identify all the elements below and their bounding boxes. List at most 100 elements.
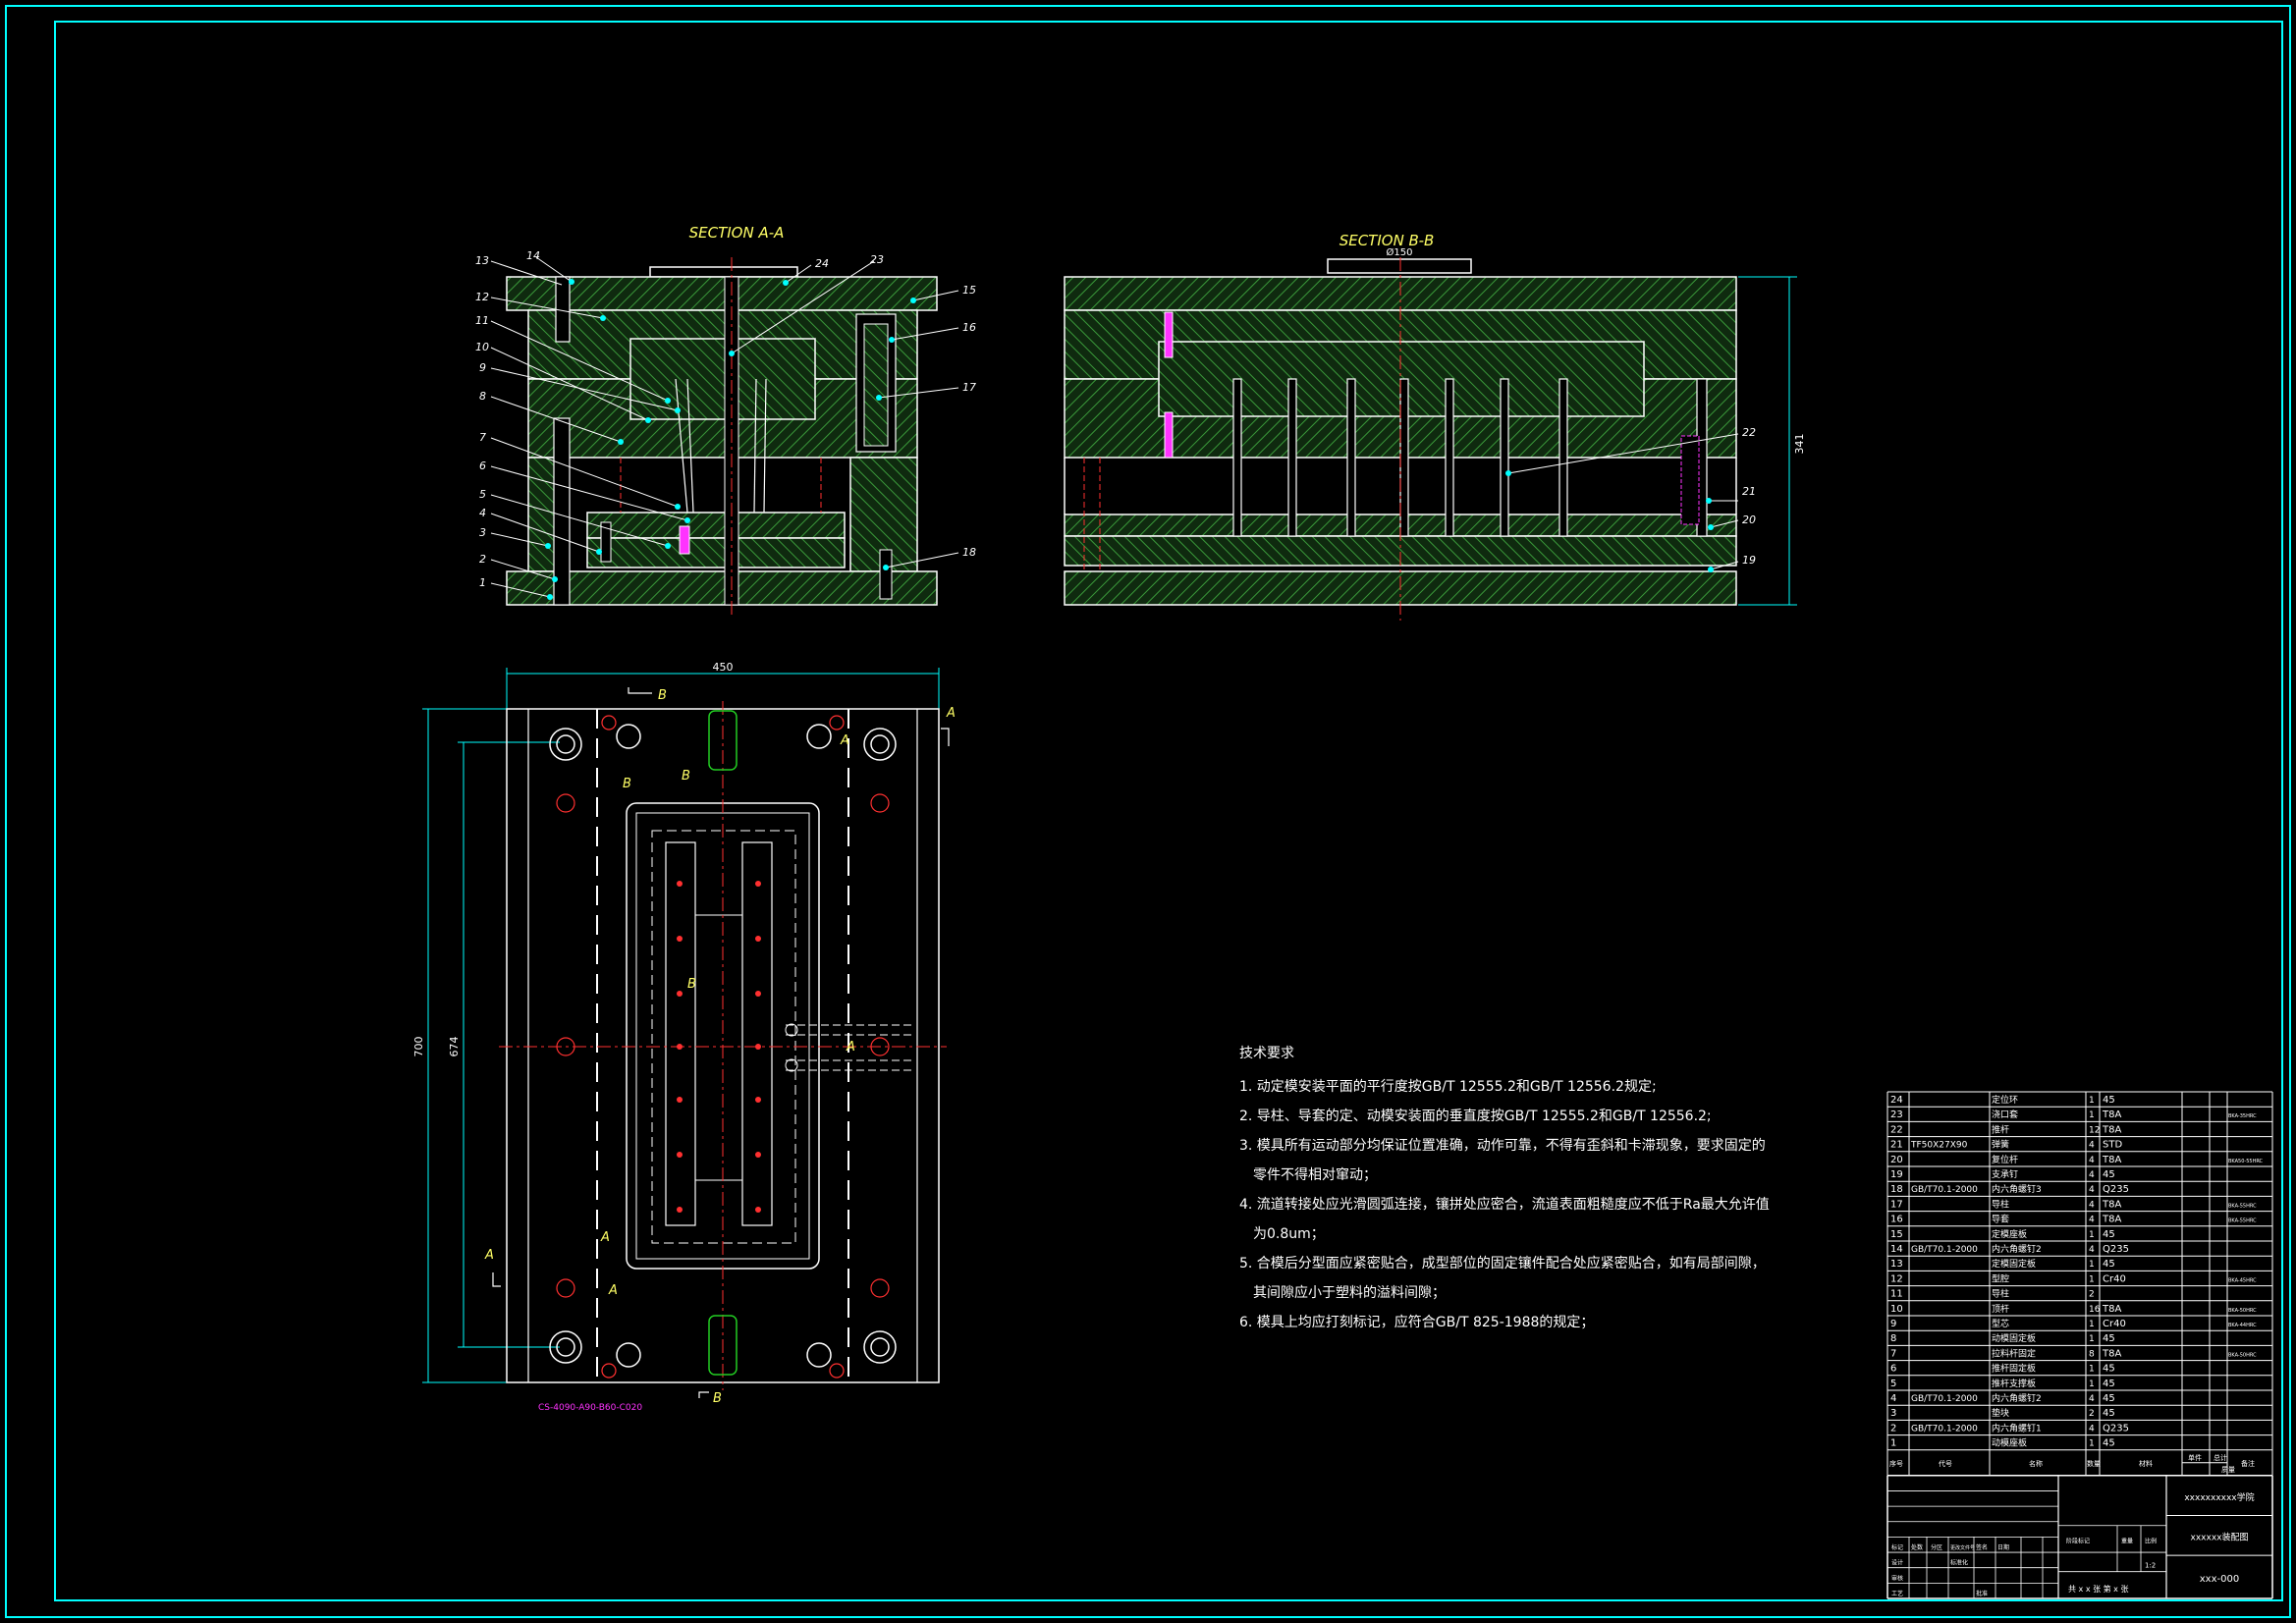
tb-sheets: 共 x x 张 第 x 张 xyxy=(2068,1584,2128,1594)
tb-cell-zone: 分区 xyxy=(1931,1543,1942,1551)
bom-mat-7: T8A xyxy=(2102,1348,2121,1359)
bom-mat-14: Q235 xyxy=(2103,1244,2129,1255)
bom-no-2: 2 xyxy=(1890,1423,1896,1434)
bom-name-13: 定模固定板 xyxy=(1992,1258,2036,1270)
bom-mat-12: Cr40 xyxy=(2103,1273,2126,1284)
technical-requirements: 技术要求 1. 动定模安装平面的平行度按GB/T 12555.2和GB/T 12… xyxy=(1239,1039,1770,1337)
marker-a-right-top: A xyxy=(946,706,956,721)
bom-no-5: 5 xyxy=(1890,1379,1896,1389)
bom-name-12: 型腔 xyxy=(1992,1272,2009,1284)
bom-name-4: 内六角螺钉2 xyxy=(1992,1392,2042,1404)
aa-balloon-13: 13 xyxy=(475,254,489,267)
marker-b-center: B xyxy=(687,977,696,992)
bom-code-4: GB/T70.1-2000 xyxy=(1911,1394,1978,1404)
tech-line-6: 为0.8um； xyxy=(1253,1226,1325,1242)
bom-qty-12: 1 xyxy=(2089,1274,2095,1284)
bom-no-16: 16 xyxy=(1890,1215,1903,1225)
bom-no-11: 11 xyxy=(1890,1289,1903,1300)
bom-no-14: 14 xyxy=(1890,1244,1903,1255)
aa-balloon-18: 18 xyxy=(962,546,976,559)
aa-balloon-4: 4 xyxy=(479,507,486,519)
aa-balloon-2: 2 xyxy=(479,553,486,566)
aa-balloon-23: 23 xyxy=(870,253,884,266)
bom-code-14: GB/T70.1-2000 xyxy=(1911,1245,1978,1255)
bom-name-11: 导柱 xyxy=(1992,1288,2009,1300)
outer-border xyxy=(5,5,2291,1618)
bom-note-10: BKA-50HRC xyxy=(2228,1308,2257,1314)
tech-line-9: 6. 模具上均应打刻标记，应符合GB/T 825-1988的规定； xyxy=(1239,1315,1595,1330)
bb-balloon-19: 19 xyxy=(1742,554,1756,567)
bom-no-3: 3 xyxy=(1890,1408,1896,1419)
bom-no-21: 21 xyxy=(1890,1140,1903,1151)
bom-qty-5: 1 xyxy=(2089,1380,2095,1389)
bom-qty-2: 4 xyxy=(2089,1424,2095,1434)
bom-name-22: 推杆 xyxy=(1992,1123,2009,1135)
aa-balloon-24: 24 xyxy=(815,257,829,270)
plan-dim-inner: 674 xyxy=(448,1037,461,1057)
bom-note-20: BKA50-55HRC xyxy=(2228,1159,2264,1164)
bom-no-10: 10 xyxy=(1890,1304,1903,1315)
tb-cell-change: 更改文件号 xyxy=(1950,1544,1975,1551)
aa-balloon-7: 7 xyxy=(479,431,486,444)
bom-no-18: 18 xyxy=(1890,1184,1903,1195)
tb-scale-value: 1:2 xyxy=(2145,1562,2156,1570)
bom-qty-18: 4 xyxy=(2089,1185,2095,1195)
bom-no-17: 17 xyxy=(1890,1199,1903,1210)
bom-qty-3: 2 xyxy=(2089,1409,2095,1419)
bom-header-qty: 数量 xyxy=(2087,1459,2101,1468)
tech-line-1: 1. 动定模安装平面的平行度按GB/T 12555.2和GB/T 12556.2… xyxy=(1239,1079,1657,1095)
aa-balloon-11: 11 xyxy=(475,314,489,327)
bom-name-3: 垫块 xyxy=(1992,1407,2009,1419)
aa-balloon-8: 8 xyxy=(479,390,486,403)
bom-qty-1: 1 xyxy=(2089,1439,2095,1449)
bom-qty-10: 16 xyxy=(2089,1305,2101,1315)
bom-name-8: 动模固定板 xyxy=(1992,1332,2036,1344)
plan-view: 450 700 674 xyxy=(412,661,956,1413)
bom-name-14: 内六角螺钉2 xyxy=(1992,1243,2042,1255)
bom-note-7: BKA-50HRC xyxy=(2228,1352,2257,1358)
marker-b-inner-left: B xyxy=(623,777,631,791)
plan-dim-height: 700 xyxy=(412,1037,425,1057)
tb-cell-process: 工艺 xyxy=(1891,1590,1903,1597)
bom-note-16: BKA-55HRC xyxy=(2228,1218,2257,1224)
bom-code-21: TF50X27X90 xyxy=(1910,1141,1968,1151)
bom-header-code: 代号 xyxy=(1939,1459,1952,1468)
section-bb-view: SECTION B-B Ø150 341 xyxy=(1064,232,1806,621)
bom-no-7: 7 xyxy=(1890,1348,1896,1359)
bb-dim-total: 341 xyxy=(1793,434,1806,455)
bom-no-13: 13 xyxy=(1890,1259,1903,1270)
bom-qty-8: 1 xyxy=(2089,1334,2095,1344)
bom-mat-15: 45 xyxy=(2103,1229,2115,1240)
bom-mat-6: 45 xyxy=(2103,1364,2115,1375)
bom-name-10: 顶杆 xyxy=(1992,1303,2009,1315)
bom-mat-16: T8A xyxy=(2102,1215,2121,1225)
aa-balloon-10: 10 xyxy=(475,341,489,353)
tb-cell-mark: 标记 xyxy=(1891,1543,1903,1551)
bom-no-8: 8 xyxy=(1890,1333,1896,1344)
marker-a-inner-left: A xyxy=(600,1230,610,1245)
bom-name-16: 导套 xyxy=(1992,1214,2009,1225)
tb-drawing-name: xxxxxx装配图 xyxy=(2191,1532,2249,1543)
bom-note-9: BKA-44HRC xyxy=(2228,1323,2257,1328)
aa-leaders xyxy=(490,256,959,598)
bb-balloon-21: 21 xyxy=(1742,485,1756,498)
bom-qty-24: 1 xyxy=(2089,1096,2095,1106)
bom-note-23: BKA-35HRC xyxy=(2228,1113,2257,1119)
bom-qty-6: 1 xyxy=(2089,1365,2095,1375)
bom-no-20: 20 xyxy=(1890,1155,1903,1165)
bom-name-5: 推杆支撑板 xyxy=(1992,1378,2036,1389)
aa-balloon-15: 15 xyxy=(962,284,976,297)
bom-no-4: 4 xyxy=(1890,1393,1896,1404)
tech-line-8: 其间隙应小于塑料的溢料间隙； xyxy=(1253,1285,1446,1301)
bom-code-18: GB/T70.1-2000 xyxy=(1911,1185,1978,1195)
bom-no-22: 22 xyxy=(1890,1124,1903,1135)
bom-name-23: 浇口套 xyxy=(1992,1109,2018,1120)
bom-qty-4: 4 xyxy=(2089,1394,2095,1404)
bom-qty-14: 4 xyxy=(2089,1245,2095,1255)
bom-name-9: 型芯 xyxy=(1992,1318,2009,1329)
bom-header-mat: 材料 xyxy=(2139,1459,2153,1468)
bom-qty-9: 1 xyxy=(2089,1320,2095,1329)
bom-mat-18: Q235 xyxy=(2103,1184,2129,1195)
bom-note-17: BKA-55HRC xyxy=(2228,1203,2257,1209)
tb-cell-check: 审核 xyxy=(1891,1574,1903,1582)
